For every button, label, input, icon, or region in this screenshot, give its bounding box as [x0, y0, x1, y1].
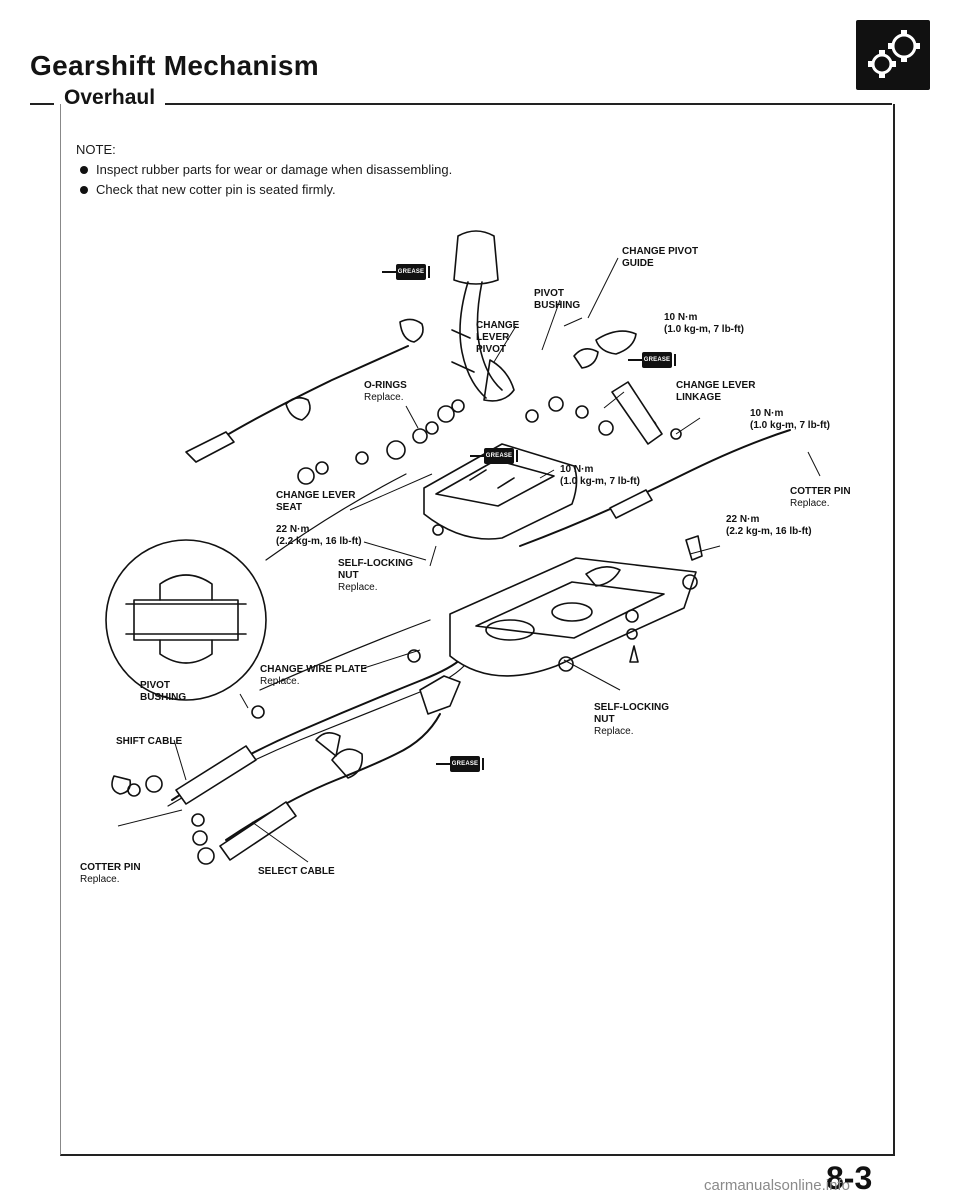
note-item: Check that new cotter pin is seated firm… — [76, 180, 836, 200]
gear-shift-icon — [856, 20, 930, 90]
grease-marker: GREASE — [470, 448, 518, 464]
watermark: carmanualsonline.info — [704, 1177, 850, 1194]
change-lever-linkage — [611, 381, 663, 445]
section-rule — [30, 103, 892, 105]
cable-right — [519, 429, 791, 547]
torque-spec: 10 N·m(1.0 kg-m, 7 lb-ft) — [560, 464, 641, 487]
content-frame — [60, 104, 895, 1156]
grease-marker: GREASE — [628, 352, 676, 368]
shift-lever — [459, 281, 503, 399]
torque-spec: 10 N·m(1.0 kg-m, 7 lb-ft) — [750, 408, 831, 431]
cable-upper-left — [199, 345, 409, 449]
note-block: NOTE: Inspect rubber parts for wear or d… — [76, 140, 836, 200]
page-number: 8-3 — [826, 1160, 873, 1196]
label-select-cable: SELECT CABLE — [258, 866, 335, 877]
torque-spec: 10 N·m(1.0 kg-m, 7 lb-ft) — [664, 312, 745, 335]
change-wire-plate — [419, 675, 461, 715]
grease-marker: GREASE — [436, 756, 484, 772]
grease-marker: GREASE — [382, 264, 430, 280]
label-shift-cable: SHIFT CABLE — [116, 736, 183, 747]
note-item: Inspect rubber parts for wear or damage … — [76, 160, 836, 180]
pivot-bushing-inset — [105, 539, 267, 701]
note-heading: NOTE: — [76, 142, 116, 157]
section-title: Overhaul — [54, 86, 166, 110]
shift-knob — [453, 230, 499, 285]
page-title: Gearshift Mechanism — [30, 50, 319, 81]
torque-spec: 22 N·m(2.2 kg-m, 16 lb-ft) — [726, 514, 812, 537]
pivot-bracket — [449, 557, 697, 677]
torque-spec: 22 N·m(2.2 kg-m, 16 lb-ft) — [276, 524, 362, 547]
